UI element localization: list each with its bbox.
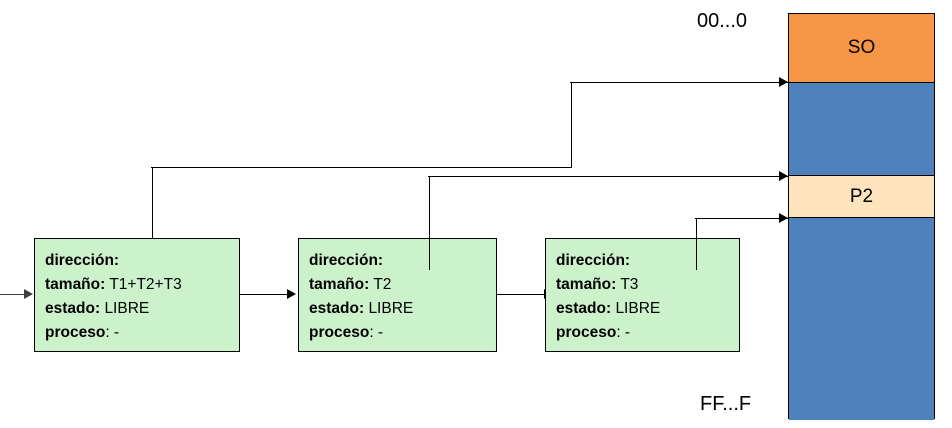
hole-descriptor-node-2[interactable]: dirección: tamaño: T2 estado: LIBRE proc… [298,238,497,352]
node-1-field-estado: estado: LIBRE [45,297,239,321]
node-3-field-proceso-key: proceso [556,324,617,341]
node-2-field-direccion-key: dirección: [309,252,384,269]
node-3-field-direccion: dirección: [556,249,739,273]
node-2-field-tamano-value: T2 [373,276,392,293]
memory-segment-so: SO [789,14,934,82]
node1-node2-arrow-icon [287,289,296,299]
node-3-field-tamano-key: tamaño: [556,276,617,293]
node-1-field-estado-value: LIBRE [104,300,150,317]
node3-memory-seg-h1 [695,218,788,219]
node-1-field-tamano: tamaño: T1+T2+T3 [45,273,239,297]
node1-memory-seg-h2 [570,82,788,83]
node-2-field-estado-value: LIBRE [368,300,414,317]
hole-descriptor-node-3[interactable]: dirección: tamaño: T3 estado: LIBRE proc… [545,238,740,352]
node-1-field-tamano-key: tamaño: [45,276,106,293]
node3-memory-arrow-icon [779,213,788,223]
node3-memory-stub-inside [696,238,697,270]
node-3-field-proceso: proceso: - [556,321,739,345]
node2-memory-stub-inside [429,238,430,270]
node1-memory-arrow-icon [779,77,788,87]
node-1-field-tamano-value: T1+T2+T3 [109,276,182,293]
memory-segment-free-1 [789,82,934,175]
node-1-field-proceso-key: proceso [45,324,106,341]
node-1-field-proceso-value: : - [105,324,120,341]
node-3-field-estado-value: LIBRE [615,300,661,317]
node-3-field-tamano-value: T3 [620,276,639,293]
node-2-field-tamano-key: tamaño: [309,276,370,293]
node-1-field-proceso: proceso: - [45,321,239,345]
node2-memory-seg-h1 [428,176,788,177]
node-2-field-proceso: proceso: - [309,321,496,345]
list-head-arrow-icon [24,289,33,299]
node-3-field-proceso-value: : - [616,324,631,341]
node2-node3-line [497,294,546,295]
node-2-field-estado: estado: LIBRE [309,297,496,321]
memory-segment-so-label: SO [847,37,876,58]
node1-node2-line [240,294,289,295]
node-3-field-estado-key: estado: [556,300,612,317]
bottom-address-label: FF...F [700,393,752,415]
node-2-field-direccion: dirección: [309,249,496,273]
node2-memory-seg-v1 [429,176,430,249]
node1-memory-seg-v2 [571,82,572,168]
node-1-field-direccion-key: dirección: [45,252,120,269]
node1-memory-seg-h1 [151,167,572,168]
node2-memory-arrow-icon [779,171,788,181]
node-3-field-estado: estado: LIBRE [556,297,739,321]
node-2-field-estado-key: estado: [309,300,365,317]
node-2-field-proceso-value: : - [369,324,384,341]
node-1-field-direccion: dirección: [45,249,239,273]
node1-memory-seg-v1 [152,167,153,239]
hole-descriptor-node-1[interactable]: dirección: tamaño: T1+T2+T3 estado: LIBR… [34,238,240,352]
node-3-field-direccion-key: dirección: [556,252,631,269]
memory-segment-free-2 [789,217,934,420]
memory-bar: SO P2 [788,13,935,420]
top-address-label: 00...0 [697,10,748,32]
memory-segment-p2-label: P2 [849,185,874,207]
memory-segment-p2: P2 [789,175,934,217]
node-2-field-proceso-key: proceso [309,324,370,341]
node-2-field-tamano: tamaño: T2 [309,273,496,297]
list-head-line [0,294,25,295]
node-1-field-estado-key: estado: [45,300,101,317]
node-3-field-tamano: tamaño: T3 [556,273,739,297]
